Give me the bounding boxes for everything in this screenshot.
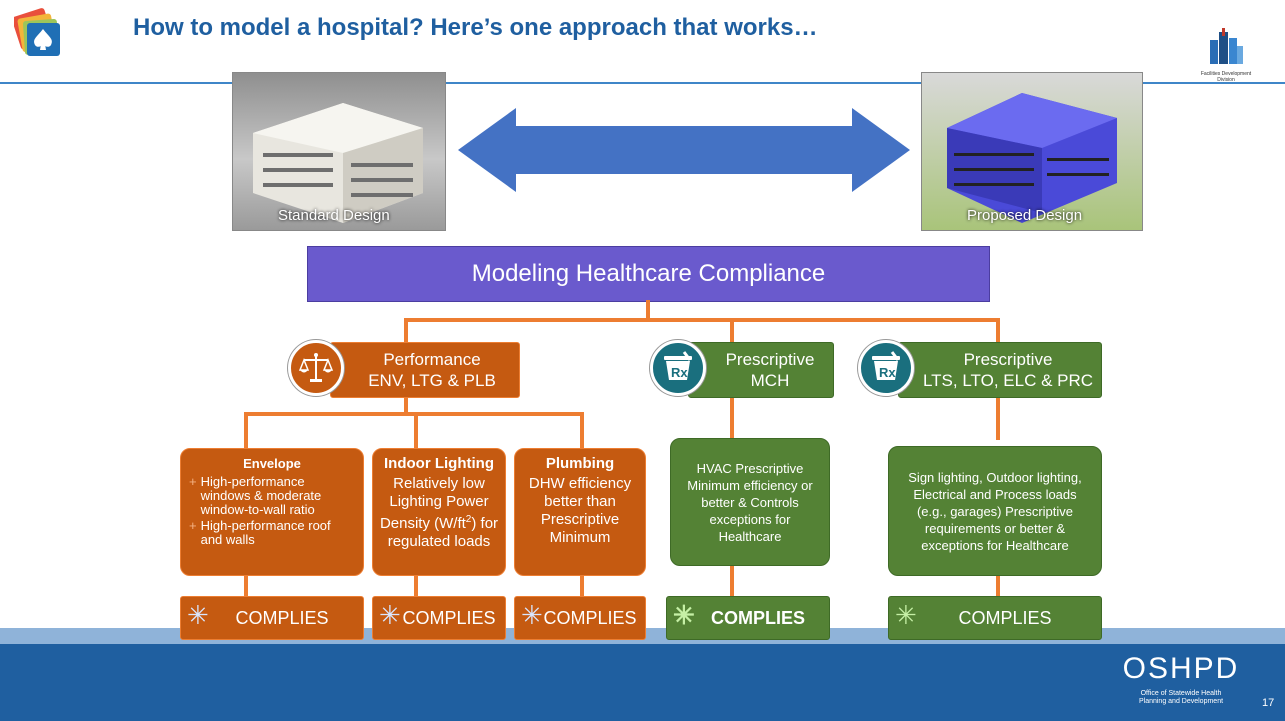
sparkle-icon: ✳: [187, 600, 209, 630]
connector-line: [580, 576, 584, 596]
sign-lighting-box: Sign lighting, Outdoor lighting, Electri…: [888, 446, 1102, 576]
header-rule: [0, 82, 1285, 84]
connector-line: [996, 398, 1000, 440]
prescription-mortar-icon: Rx: [650, 340, 706, 396]
facilities-logo-text: Facilities Development Division: [1200, 71, 1252, 83]
connector-line: [996, 576, 1000, 596]
modeling-compliance-box: Modeling Healthcare Compliance: [307, 246, 990, 302]
performance-line2: ENV, LTG & PLB: [368, 371, 496, 390]
connector-line: [996, 318, 1000, 342]
envelope-bullet: +High-performance windows & moderate win…: [189, 474, 322, 517]
standard-design-label: Standard Design: [278, 207, 390, 224]
lighting-heading: Indoor Lighting: [384, 455, 494, 472]
lts-line2: LTS, LTO, ELC & PRC: [922, 371, 1094, 390]
sparkle-icon: ✳: [895, 600, 917, 630]
plumbing-box: Plumbing DHW efficiency better than Pres…: [514, 448, 646, 576]
prescription-mortar-icon: Rx: [858, 340, 914, 396]
mch-line2: MCH: [750, 371, 790, 390]
connector-line: [730, 566, 734, 596]
envelope-bullet: +High-performance roof and walls: [189, 518, 331, 547]
connector-line: [646, 300, 650, 320]
connector-line: [404, 318, 408, 342]
standard-design-image: Standard Design: [232, 72, 446, 231]
svg-text:Rx: Rx: [671, 365, 688, 380]
connector-line: [730, 318, 734, 342]
sparkle-icon: ✳: [673, 600, 695, 630]
presentation-logo: [12, 8, 62, 58]
mch-category: Prescriptive MCH: [688, 342, 834, 398]
complies-badge: ✳ COMPLIES: [372, 596, 506, 640]
lighting-box: Indoor Lighting Relatively low Lighting …: [372, 448, 506, 576]
oshpd-name-line1: Office of Statewide Health: [1140, 690, 1222, 697]
hvac-box: HVAC Prescriptive Minimum efficiency or …: [670, 438, 830, 566]
proposed-design-label: Proposed Design: [967, 207, 1083, 224]
connector-line: [404, 318, 1000, 322]
performance-category: Performance ENV, LTG & PLB: [330, 342, 520, 398]
performance-line1: Performance: [383, 350, 481, 369]
connector-line: [244, 576, 248, 596]
page-number: 17: [1262, 697, 1275, 709]
complies-badge: ✳ COMPLIES: [514, 596, 646, 640]
comparison-arrow: [458, 108, 910, 192]
envelope-heading: Envelope: [243, 456, 301, 471]
page-title: How to model a hospital? Here’s one appr…: [133, 14, 818, 41]
connector-line: [414, 576, 418, 596]
complies-badge: ✳ COMPLIES: [888, 596, 1102, 640]
svg-text:Rx: Rx: [879, 365, 896, 380]
connector-line: [580, 412, 584, 448]
lts-line1: Prescriptive: [963, 350, 1053, 369]
oshpd-logo: OSHPD Office of Statewide Health Plannin…: [1116, 652, 1246, 706]
oshpd-logo-text: OSHPD: [1122, 652, 1240, 685]
sparkle-icon: ✳: [379, 600, 401, 630]
connector-line: [404, 398, 408, 414]
envelope-box: Envelope +High-performance windows & mod…: [180, 448, 364, 576]
plumbing-heading: Plumbing: [545, 455, 615, 472]
mch-line1: Prescriptive: [725, 350, 815, 369]
connector-line: [730, 398, 734, 440]
lts-category: Prescriptive LTS, LTO, ELC & PRC: [898, 342, 1102, 398]
complies-badge: ✳ COMPLIES: [180, 596, 364, 640]
connector-line: [244, 412, 248, 448]
sparkle-icon: ✳: [521, 600, 543, 630]
proposed-design-image: Proposed Design: [921, 72, 1143, 231]
facilities-logo: Facilities Development Division: [1195, 28, 1257, 90]
complies-badge: ✳ COMPLIES: [666, 596, 830, 640]
footer: [0, 644, 1285, 721]
oshpd-name-line2: Planning and Development: [1138, 698, 1224, 705]
scales-icon: [288, 340, 344, 396]
connector-line: [414, 412, 418, 448]
